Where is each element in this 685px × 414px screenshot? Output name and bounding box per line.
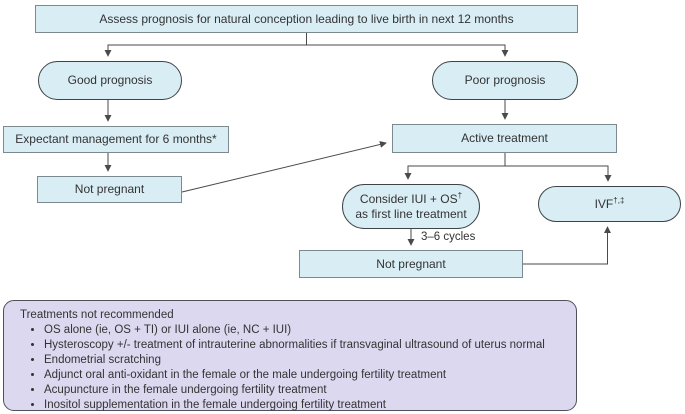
- not-recommended-list: OS alone (ie, OS + TI) or IUI alone (ie,…: [18, 323, 562, 413]
- node-poor-prognosis: Poor prognosis: [432, 61, 578, 100]
- connector-active-split: [408, 153, 608, 167]
- node-expectant-management-label: Expectant management for 6 months*: [15, 132, 217, 146]
- node-assess-prognosis-label: Assess prognosis for natural conception …: [99, 11, 514, 26]
- node-consider-iui-os-line2: as first line treatment: [355, 206, 467, 221]
- node-poor-prognosis-label: Poor prognosis: [464, 73, 546, 87]
- node-not-pregnant-bottom: Not pregnant: [299, 250, 523, 278]
- node-good-prognosis: Good prognosis: [38, 61, 182, 100]
- node-not-pregnant-left: Not pregnant: [37, 176, 182, 203]
- connector-assess-split: [108, 33, 505, 46]
- node-assess-prognosis: Assess prognosis for natural conception …: [35, 5, 578, 33]
- not-recommended-item: OS alone (ie, OS + TI) or IUI alone (ie,…: [44, 323, 562, 338]
- not-recommended-item: Acupuncture in the female undergoing fer…: [44, 383, 562, 398]
- not-recommended-item: Endometrial scratching: [44, 353, 562, 368]
- edge-label-cycles: 3–6 cycles: [421, 231, 476, 243]
- connector-not-pregnant-to-ivf: [523, 226, 611, 265]
- dagger-doubledagger-superscript: †,‡: [613, 195, 625, 205]
- node-expectant-management: Expectant management for 6 months*: [3, 126, 229, 153]
- node-active-treatment-label: Active treatment: [461, 131, 548, 145]
- node-ivf: IVF†,‡: [538, 186, 681, 222]
- arrow-not-pregnant-to-active: [181, 141, 387, 193]
- not-recommended-item: Adjunct oral anti-oxidant in the female …: [44, 368, 562, 383]
- not-recommended-title: Treatments not recommended: [20, 309, 174, 321]
- not-recommended-item: Hysteroscopy +/- treatment of intrauteri…: [44, 338, 562, 353]
- node-active-treatment: Active treatment: [392, 124, 617, 153]
- node-not-pregnant-bottom-label: Not pregnant: [376, 256, 446, 271]
- not-recommended-item: Inositol supplementation in the female u…: [44, 398, 562, 413]
- node-consider-iui-os: Consider IUI + OS† as first line treatme…: [342, 184, 480, 229]
- not-recommended-panel: Treatments not recommended OS alone (ie,…: [3, 300, 577, 411]
- node-consider-iui-os-line1: Consider IUI + OS†: [359, 190, 463, 207]
- node-ivf-label-text: IVF: [594, 196, 614, 211]
- dagger-superscript: †: [457, 190, 463, 200]
- node-not-pregnant-left-label: Not pregnant: [74, 182, 145, 196]
- node-good-prognosis-label: Good prognosis: [67, 73, 153, 87]
- node-consider-iui-os-line1-text: Consider IUI + OS: [359, 191, 458, 206]
- node-ivf-label: IVF†,‡: [594, 195, 625, 212]
